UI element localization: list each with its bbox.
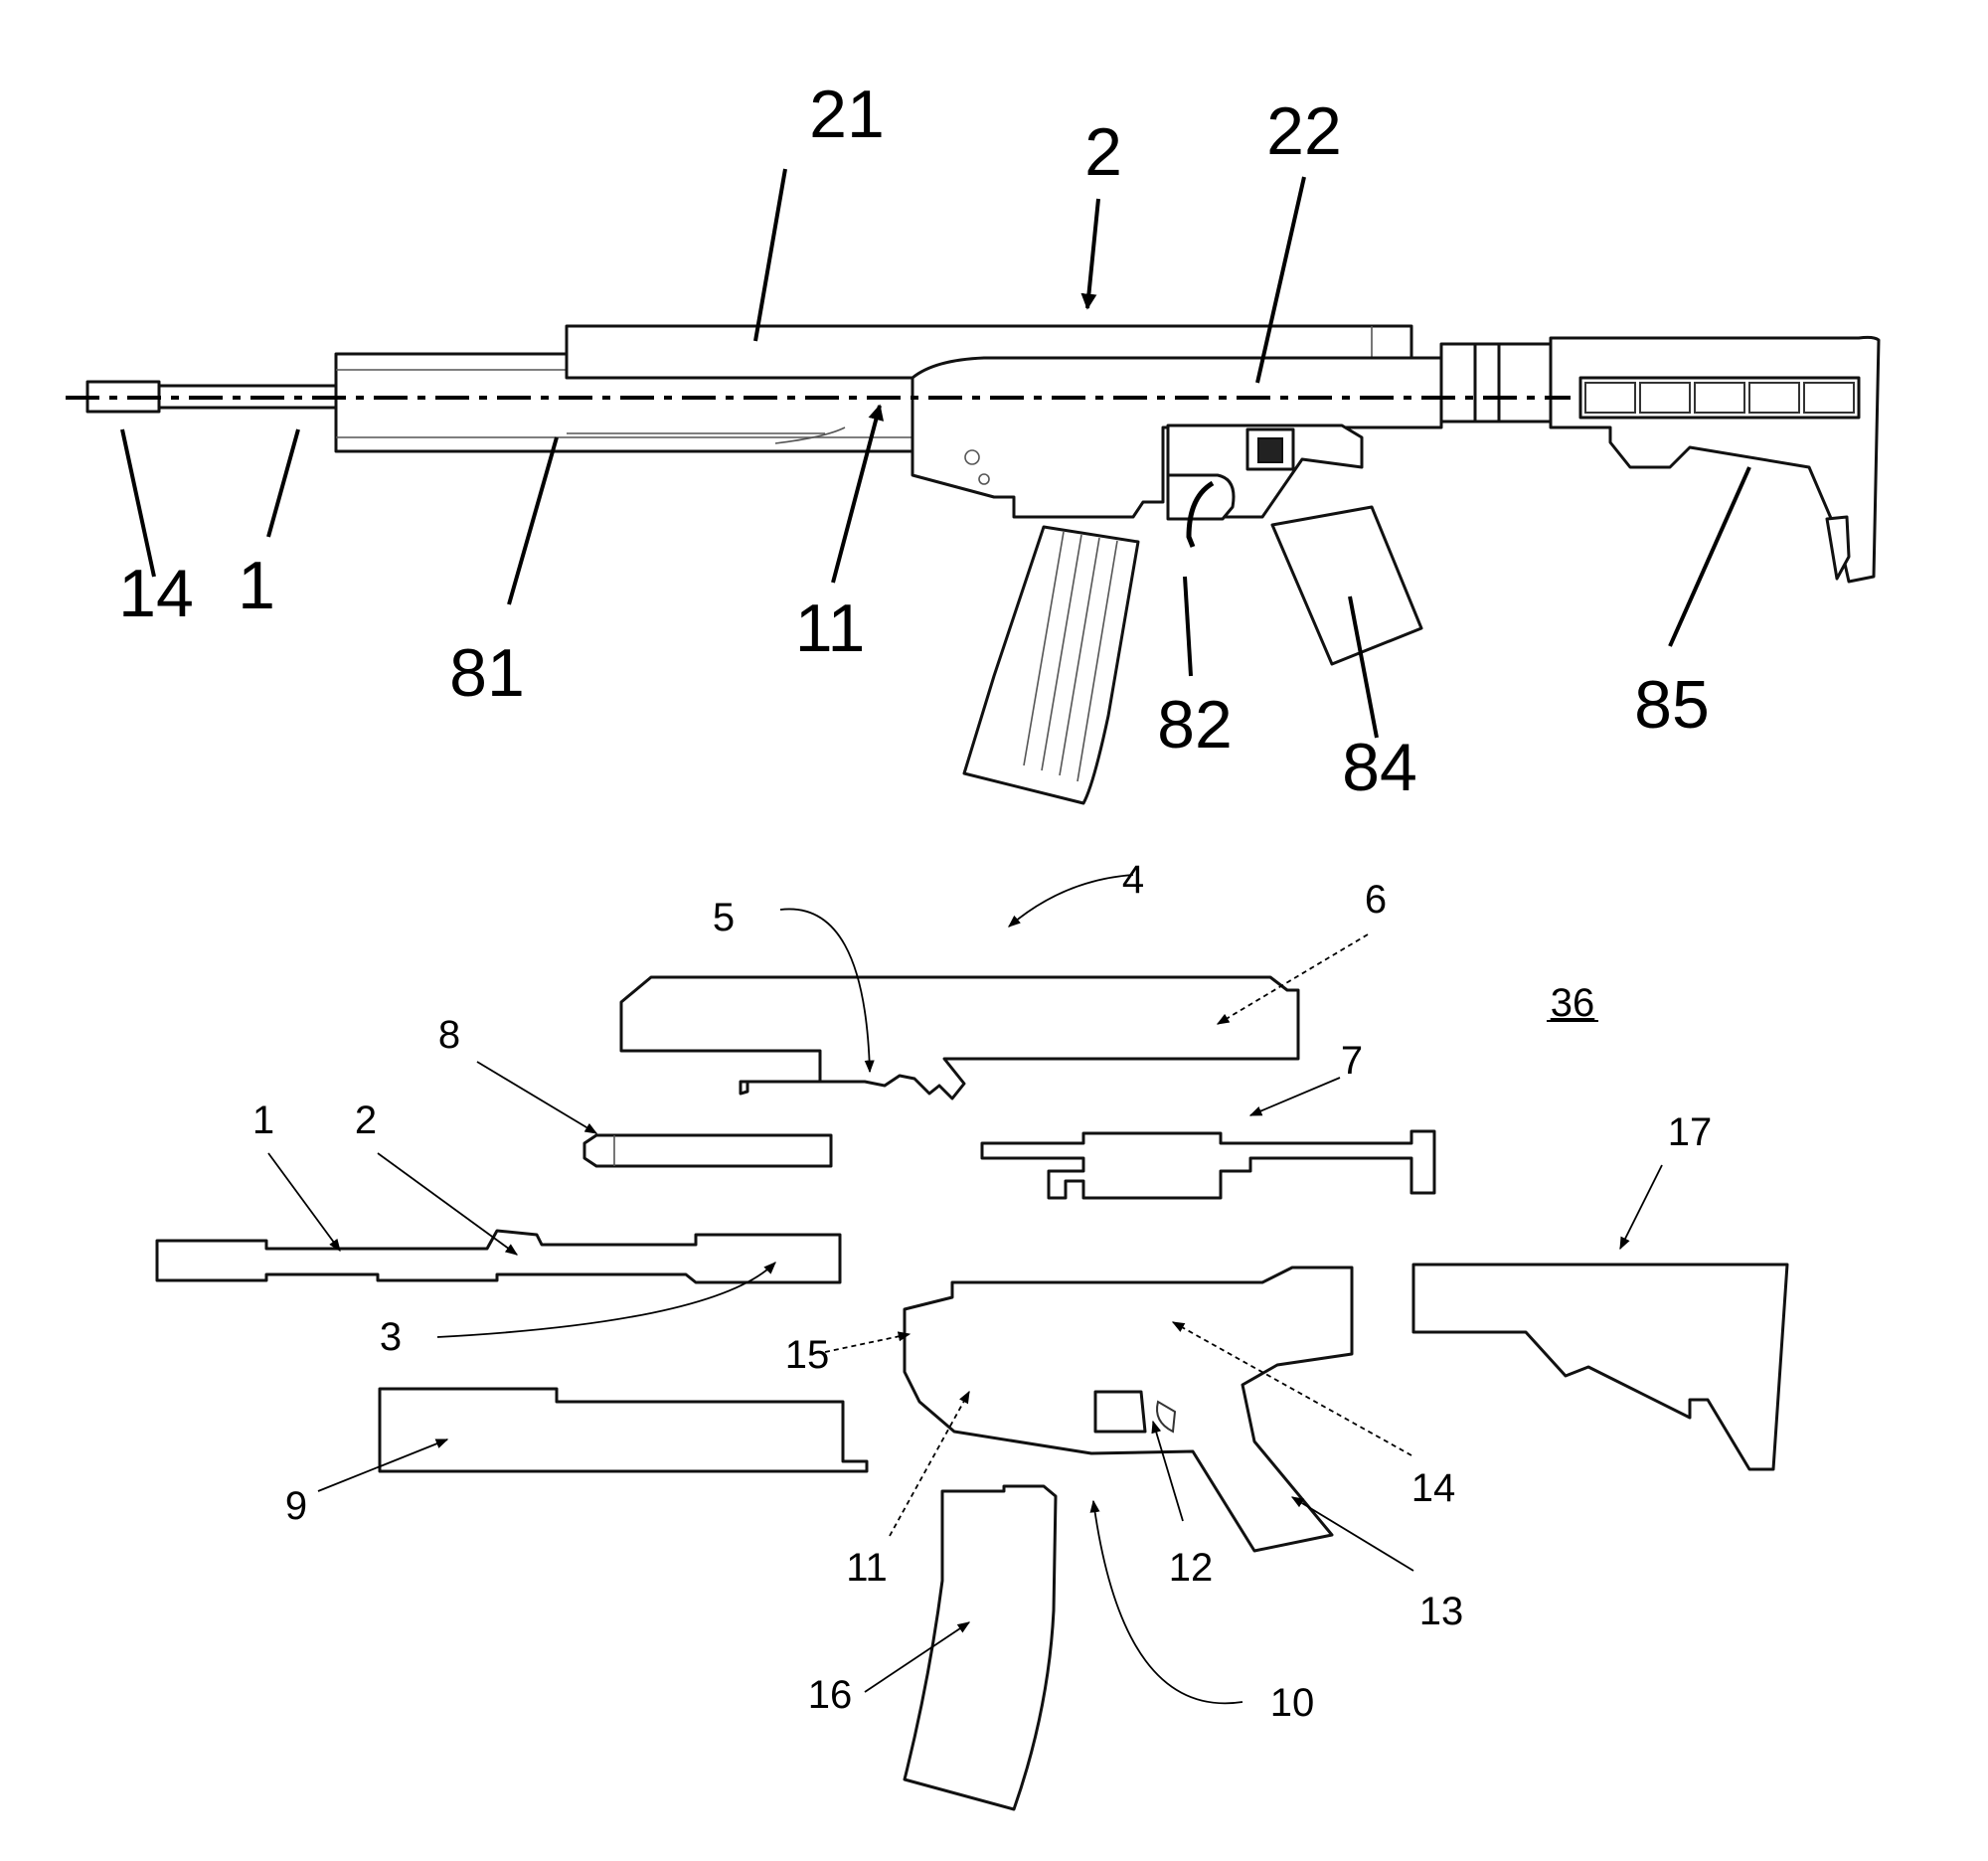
stock-part [1411, 1263, 1789, 1471]
label-10: 10 [1270, 1681, 1315, 1725]
label-36-figref: 36 [1551, 981, 1595, 1025]
label-5: 5 [713, 896, 735, 939]
gas-piston-part [582, 1133, 833, 1168]
label-6: 6 [1365, 878, 1387, 922]
label-11-top: 11 [795, 591, 866, 666]
label-81: 81 [449, 635, 525, 711]
label-1-top: 1 [238, 548, 275, 623]
label-22: 22 [1266, 93, 1342, 169]
label-9: 9 [285, 1484, 307, 1528]
label-17: 17 [1668, 1110, 1713, 1154]
assembled-rifle-figure: 14 1 81 11 21 2 22 82 84 85 [66, 77, 1881, 805]
trigger-part [1093, 1390, 1147, 1434]
magazine-part [903, 1484, 1058, 1811]
label-13: 13 [1419, 1590, 1464, 1633]
label-84: 84 [1342, 730, 1417, 805]
label-21: 21 [809, 77, 885, 152]
label-1-bottom: 1 [252, 1099, 274, 1142]
label-7: 7 [1341, 1039, 1363, 1083]
label-14-bottom: 14 [1411, 1466, 1456, 1510]
exploded-parts-figure: 36 4 5 6 7 8 1 2 3 17 15 14 9 11 12 13 1… [155, 858, 1789, 1811]
label-12: 12 [1169, 1546, 1214, 1590]
buffer-tube-shape [1439, 342, 1553, 423]
upper-receiver-part [619, 975, 1300, 1100]
label-2-bottom: 2 [355, 1099, 377, 1142]
pistol-grip-shape [1270, 505, 1423, 666]
label-11-bottom: 11 [846, 1546, 888, 1590]
barrel-part [155, 1229, 842, 1284]
label-2-top: 2 [1084, 114, 1122, 190]
handguard-part [378, 1387, 869, 1473]
label-85: 85 [1634, 667, 1710, 743]
stock-shape [1549, 335, 1881, 584]
magazine-shape [962, 525, 1140, 805]
label-16: 16 [808, 1673, 853, 1717]
label-14-top: 14 [118, 556, 194, 631]
label-15: 15 [785, 1333, 830, 1377]
bolt-carrier-part [980, 1129, 1436, 1200]
trigger-group-shape [1166, 423, 1364, 548]
label-82: 82 [1157, 687, 1233, 762]
label-4: 4 [1122, 858, 1144, 902]
label-3: 3 [380, 1315, 402, 1359]
label-8: 8 [438, 1013, 460, 1057]
